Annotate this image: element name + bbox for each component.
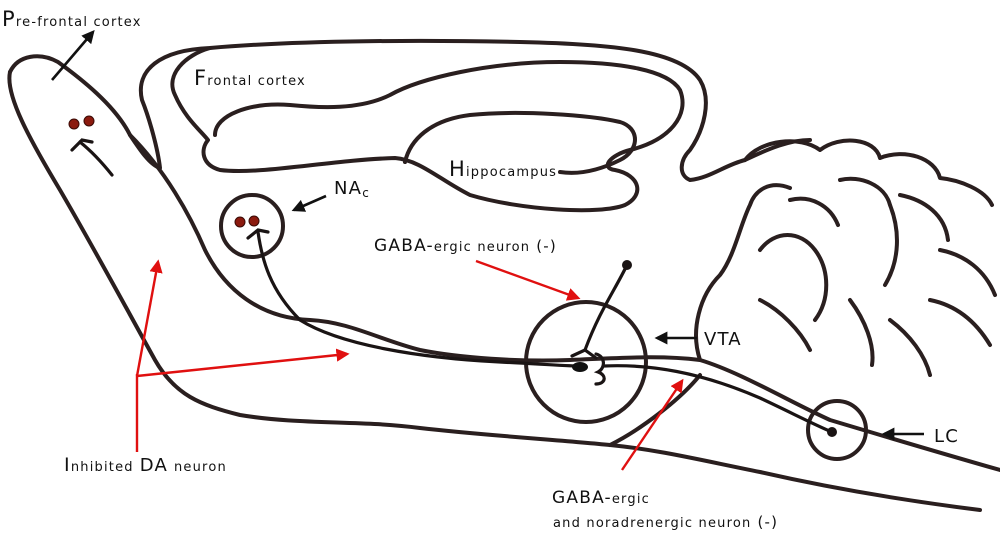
vta-label: VTA (704, 329, 742, 350)
gaba-top-label: GABA-ergic neuron(-) (374, 236, 557, 256)
left-neck-outer (7, 70, 982, 512)
gaba-bottom-arrow (621, 378, 684, 471)
gaba-neuron (570, 260, 632, 360)
vta-synapse (572, 352, 834, 434)
nac-label: NAc (334, 178, 370, 200)
dopamine-dots-prefrontal (68, 115, 95, 130)
hippocampus-label: Hippocampus (449, 157, 557, 181)
prefrontal-arrow (51, 30, 95, 81)
cerebellum-outline (694, 138, 997, 377)
gaba-bottom-line2: and noradrenergic neuron(-) (553, 513, 778, 531)
lc-soma (827, 427, 837, 437)
da-soma-vta (572, 362, 588, 372)
gaba-top-arrow (475, 259, 581, 301)
frontal-fold (170, 46, 685, 213)
inhibited-arrow-prefrontal (135, 259, 163, 377)
da-neuron-to-prefrontal (70, 138, 114, 177)
dopamine-dots-nac (234, 215, 260, 228)
brain-outline (7, 38, 1000, 512)
nac-arrow (291, 194, 327, 212)
frontal-label: Frontal cortex (194, 66, 306, 90)
inhibited-arrow-nac (136, 348, 350, 378)
lc-label: LC (934, 426, 959, 447)
da-neuron-to-nac (246, 228, 582, 368)
lc-circle (806, 399, 868, 461)
hippocampus-outline (403, 110, 637, 175)
gaba-soma (622, 260, 632, 270)
prefrontal-label: Pre-frontal cortex (2, 7, 142, 31)
gaba-bottom-label: GABA-ergic (552, 488, 650, 508)
left-neck-inner (128, 133, 1000, 472)
brain-outer-contour (8, 38, 812, 182)
nac-circle (219, 193, 285, 259)
